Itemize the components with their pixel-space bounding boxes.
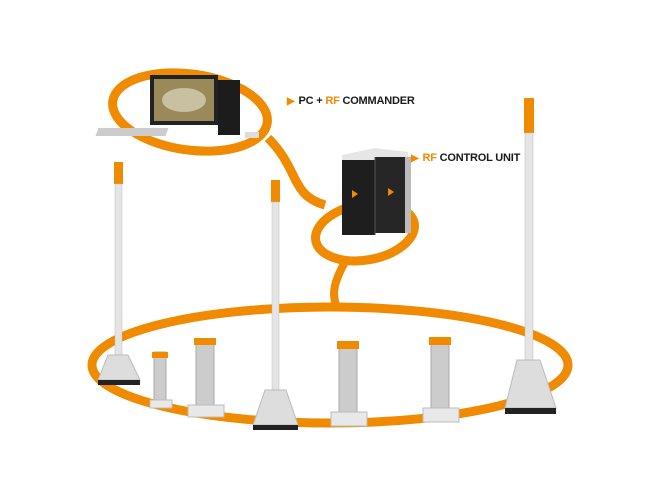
connector-unit-to-ring: [330, 260, 349, 311]
rf-pedestal-3: [330, 341, 368, 427]
arrow-right-icon: ▶: [287, 96, 295, 107]
rf-pedestal-4: [422, 337, 460, 423]
network-loop-main: [87, 302, 573, 428]
network-loop-pc: [108, 68, 272, 156]
tall-antenna-pole-right: [504, 98, 557, 414]
rf-pedestal-2: [187, 338, 225, 418]
pc-computer: [95, 75, 259, 138]
rf-pedestal-1: [149, 351, 173, 409]
arrow-right-icon: ▶: [411, 153, 419, 164]
tall-antenna-pole-center: [252, 180, 299, 430]
connector-pc-to-unit: [264, 134, 327, 210]
label-pc-rf-commander: ▶PC + RF COMMANDER: [287, 95, 415, 107]
tall-antenna-pole-left: [97, 162, 141, 385]
label-rf-control-unit: ▶RF CONTROL UNIT: [411, 152, 521, 164]
rf-control-unit: [342, 148, 411, 235]
